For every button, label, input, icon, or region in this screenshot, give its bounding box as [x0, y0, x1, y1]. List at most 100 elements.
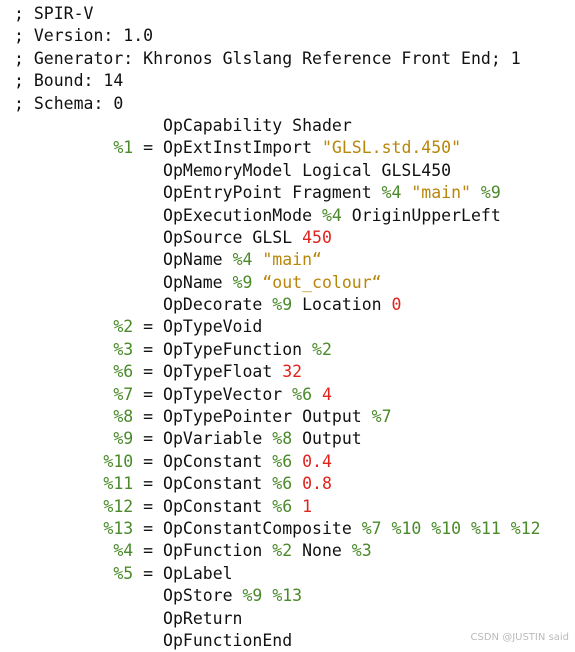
- code-token-id: %10: [103, 451, 134, 471]
- code-token-id: %4: [321, 205, 342, 225]
- code-token-id: %3: [351, 541, 372, 561]
- code-token-text: [252, 273, 262, 292]
- code-token-id: %4: [232, 250, 253, 270]
- code-indent: [14, 609, 163, 628]
- code-token-text: = OpTypeFloat: [133, 362, 283, 382]
- code-indent: [14, 407, 113, 426]
- code-token-text: [461, 519, 471, 538]
- code-indent: [14, 385, 113, 404]
- code-token-number: 450: [302, 227, 332, 247]
- code-token-id: %9: [113, 429, 134, 449]
- code-indent: [14, 340, 113, 359]
- code-indent: [14, 183, 163, 202]
- code-line: %12 = OpConstant %6 1: [14, 496, 541, 518]
- code-token-text: [292, 474, 302, 493]
- code-token-id: %7: [113, 384, 134, 404]
- code-indent: [14, 206, 163, 225]
- code-token-text: OpSource GLSL: [163, 227, 303, 247]
- code-line: %13 = OpConstantComposite %7 %10 %10 %11…: [14, 518, 541, 540]
- code-token-text: [262, 586, 272, 605]
- code-token-text: = OpExtInstImport: [133, 138, 322, 158]
- code-line: ; Bound: 14: [14, 70, 541, 92]
- code-token-text: ; Generator: Khronos Glslang Reference F…: [14, 48, 521, 68]
- code-token-id: %7: [361, 518, 382, 538]
- code-line: OpDecorate %9 Location 0: [14, 294, 541, 316]
- code-indent: [14, 429, 113, 448]
- code-line: OpName %4 "main“: [14, 249, 541, 271]
- code-line: %1 = OpExtInstImport "GLSL.std.450": [14, 137, 541, 159]
- code-indent: [14, 273, 163, 292]
- code-token-text: [382, 519, 392, 538]
- code-line: OpReturn: [14, 608, 541, 630]
- code-token-id: %3: [113, 339, 134, 359]
- code-token-text: OpStore: [163, 586, 243, 606]
- code-token-id: %6: [272, 474, 293, 494]
- code-line: ; Schema: 0: [14, 93, 541, 115]
- code-token-text: = OpTypePointer Output: [133, 407, 372, 427]
- code-token-text: [292, 452, 302, 471]
- code-indent: [14, 631, 163, 650]
- code-line: ; Version: 1.0: [14, 25, 541, 47]
- code-line: %8 = OpTypePointer Output %7: [14, 406, 541, 428]
- code-indent: [14, 452, 103, 471]
- code-indent: [14, 474, 103, 493]
- code-token-text: OriginUpperLeft: [341, 205, 501, 225]
- code-token-text: = OpConstant: [133, 451, 273, 471]
- code-line: %2 = OpTypeVoid: [14, 316, 541, 338]
- code-token-text: [252, 250, 262, 269]
- code-token-string: "GLSL.std.450": [321, 138, 462, 158]
- code-line: OpCapability Shader: [14, 115, 541, 137]
- code-token-number: 32: [282, 362, 303, 382]
- code-indent: [14, 228, 163, 247]
- code-token-id: %2: [272, 541, 293, 561]
- code-token-text: OpCapability Shader: [163, 115, 352, 135]
- code-token-text: = OpTypeVector: [133, 384, 293, 404]
- code-line: %4 = OpFunction %2 None %3: [14, 540, 541, 562]
- code-token-id: %13: [272, 586, 303, 606]
- code-line: OpFunctionEnd: [14, 630, 541, 652]
- code-line: ; Generator: Khronos Glslang Reference F…: [14, 48, 541, 70]
- code-token-text: [471, 183, 481, 202]
- code-token-number: 4: [321, 384, 332, 404]
- code-token-id: %6: [292, 384, 313, 404]
- code-line: OpSource GLSL 450: [14, 227, 541, 249]
- code-token-text: = OpLabel: [133, 563, 233, 583]
- code-indent: [14, 138, 113, 157]
- code-indent: [14, 116, 163, 135]
- code-token-number: 1: [302, 496, 313, 516]
- code-token-id: %9: [272, 295, 293, 315]
- code-line: ; SPIR-V: [14, 3, 541, 25]
- code-line: %3 = OpTypeFunction %2: [14, 339, 541, 361]
- code-token-id: %4: [381, 183, 402, 203]
- code-token-text: [292, 497, 302, 516]
- code-token-text: [501, 519, 511, 538]
- code-token-text: [421, 519, 431, 538]
- code-token-number: 0.8: [302, 474, 332, 494]
- code-token-id: %11: [471, 518, 501, 538]
- code-token-text: OpExecutionMode: [163, 205, 322, 225]
- watermark-text: CSDN @JUSTIN said: [470, 632, 570, 643]
- code-token-text: = OpConstant: [133, 474, 273, 494]
- code-token-id: %7: [371, 407, 392, 427]
- code-token-text: [401, 183, 411, 202]
- code-indent: [14, 317, 113, 336]
- code-token-text: OpReturn: [163, 608, 243, 628]
- code-token-id: %12: [510, 518, 541, 538]
- code-token-text: = OpConstantComposite: [133, 518, 362, 538]
- code-token-string: "main": [411, 183, 471, 203]
- code-indent: [14, 586, 163, 605]
- code-token-id: %6: [272, 496, 293, 516]
- code-line: OpEntryPoint Fragment %4 "main" %9: [14, 182, 541, 204]
- code-token-text: Output: [292, 429, 362, 449]
- code-line: %10 = OpConstant %6 0.4: [14, 451, 541, 473]
- code-token-id: %4: [113, 541, 134, 561]
- code-token-text: [312, 385, 322, 404]
- code-token-number: 0: [391, 295, 402, 315]
- code-token-text: ; SPIR-V: [14, 4, 94, 23]
- code-token-text: ; Schema: 0: [14, 93, 124, 113]
- code-line: OpMemoryModel Logical GLSL450: [14, 160, 541, 182]
- code-token-id: %5: [113, 563, 134, 583]
- code-token-id: %1: [113, 138, 134, 158]
- code-indent: [14, 541, 113, 560]
- code-token-text: = OpFunction: [133, 541, 273, 561]
